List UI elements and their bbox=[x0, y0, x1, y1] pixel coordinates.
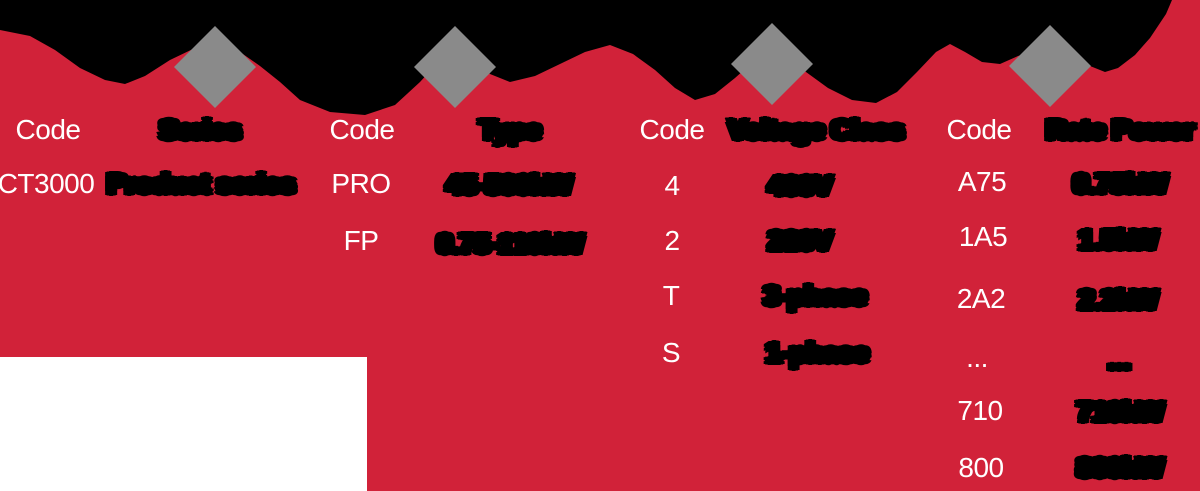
power-code: 710 bbox=[957, 395, 1003, 426]
power-value: 710kW bbox=[1074, 395, 1166, 428]
power-value: 800kW bbox=[1074, 451, 1166, 484]
type-code: FP bbox=[343, 225, 379, 256]
col2-code-header: Code bbox=[329, 114, 395, 145]
type-code: PRO bbox=[331, 168, 391, 199]
voltage-code: 2 bbox=[664, 225, 680, 256]
power-code: A75 bbox=[957, 166, 1007, 197]
power-value: 1.5kW bbox=[1076, 223, 1160, 256]
power-value: 2.2kW bbox=[1076, 283, 1160, 316]
col1-code-header: Code bbox=[15, 114, 81, 145]
col4-value-header: Rate Power bbox=[1044, 113, 1197, 146]
power-value: ... bbox=[1106, 343, 1133, 376]
voltage-value: 3-phase bbox=[761, 279, 869, 312]
col3-value-header: Voltage Class bbox=[726, 113, 907, 146]
power-value: 0.75kW bbox=[1071, 167, 1170, 200]
col3-code-header: Code bbox=[639, 114, 705, 145]
type-value: 0.75-110kW bbox=[435, 227, 587, 260]
type-value: 45-500kW bbox=[444, 168, 575, 201]
power-code: 2A2 bbox=[956, 283, 1006, 314]
voltage-value: 1-phase bbox=[763, 336, 871, 369]
power-code: 1A5 bbox=[958, 221, 1008, 252]
col2-value-header: Type bbox=[477, 113, 544, 146]
voltage-code: T bbox=[662, 280, 680, 311]
voltage-value: 400V bbox=[766, 169, 835, 202]
power-code: ... bbox=[966, 342, 988, 373]
voltage-value: 220V bbox=[766, 224, 835, 257]
col1-value-header: Series bbox=[157, 113, 244, 146]
series-value: Product series bbox=[105, 167, 298, 200]
voltage-code: 4 bbox=[664, 170, 680, 201]
voltage-code: S bbox=[661, 337, 681, 368]
col4-code-header: Code bbox=[946, 114, 1012, 145]
power-code: 800 bbox=[958, 452, 1004, 483]
series-code: CT3000 bbox=[0, 168, 95, 199]
card-bottom-left-notch bbox=[0, 357, 367, 491]
